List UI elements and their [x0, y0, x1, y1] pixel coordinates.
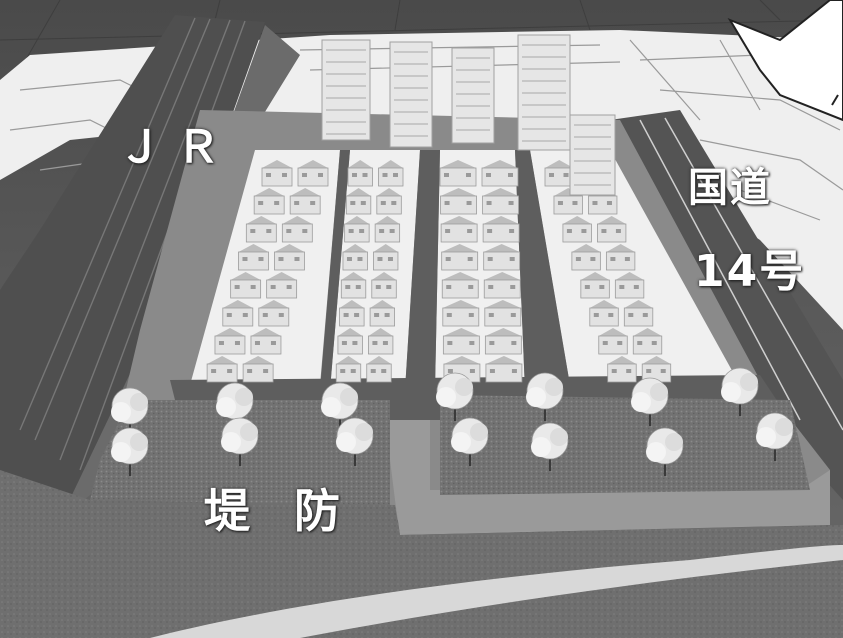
- right-road: [385, 420, 830, 535]
- house-model: [242, 356, 274, 383]
- house-model: [266, 272, 298, 299]
- highway-name-label: 国道: [688, 165, 772, 211]
- house-model: [340, 272, 367, 299]
- house-model: [580, 272, 610, 299]
- tower-model: [517, 34, 571, 151]
- house-model: [281, 216, 313, 243]
- tree-model: [526, 372, 564, 421]
- tree-model: [631, 377, 669, 426]
- house-model: [261, 160, 293, 187]
- house-model: [439, 160, 477, 187]
- tower-model: [451, 47, 495, 144]
- levee-label: 堤防: [204, 484, 384, 538]
- house-model: [222, 300, 254, 327]
- house-model: [440, 188, 477, 215]
- highway-lanes: [639, 117, 843, 431]
- house-model: [369, 300, 396, 327]
- house-model: [641, 356, 672, 383]
- house-model: [607, 356, 637, 383]
- tree-model: [111, 387, 149, 436]
- house-model: [342, 244, 368, 271]
- tree-model: [336, 417, 374, 466]
- house-model: [337, 328, 363, 355]
- house-model: [442, 300, 480, 327]
- tree-model: [721, 367, 759, 416]
- tree-model: [531, 422, 569, 471]
- house-model: [289, 188, 321, 215]
- house-model: [484, 300, 522, 327]
- house-model: [230, 272, 262, 299]
- internal-streets: [320, 150, 570, 390]
- house-model: [483, 272, 521, 299]
- tree-model: [111, 427, 149, 476]
- house-model: [206, 356, 238, 383]
- railway-tracks: [19, 17, 246, 471]
- house-model: [378, 160, 404, 187]
- house-model: [571, 244, 601, 271]
- railway-label: ＪＲ: [118, 122, 234, 173]
- house-model: [238, 244, 269, 271]
- tree-model: [756, 412, 794, 461]
- tree-model: [216, 382, 254, 431]
- house-model: [440, 216, 478, 243]
- house-model: [335, 356, 362, 383]
- house-model: [597, 216, 627, 243]
- apartment-towers: [321, 34, 616, 196]
- house-model: [483, 244, 521, 271]
- house-model: [482, 216, 520, 243]
- highway-number-label: 14号: [694, 246, 806, 297]
- levee-right: [440, 395, 810, 495]
- house-model: [485, 356, 523, 383]
- house-model: [605, 244, 636, 271]
- tree-model: [321, 382, 359, 431]
- house-model: [484, 328, 522, 355]
- house-model: [374, 216, 401, 243]
- speech-balloon: [727, 0, 843, 122]
- house-model: [441, 272, 479, 299]
- house-model: [274, 244, 305, 271]
- house-model: [245, 216, 277, 243]
- house-model: [441, 244, 479, 271]
- tower-model: [389, 41, 433, 148]
- house-model: [345, 188, 372, 215]
- house-model: [544, 160, 574, 187]
- house-model: [250, 328, 282, 355]
- tower-model: [321, 39, 371, 141]
- river-path: [150, 545, 843, 638]
- house-model: [368, 328, 394, 355]
- house-model: [632, 328, 663, 355]
- house-model: [482, 188, 519, 215]
- house-model: [623, 300, 654, 327]
- cherry-trees: [111, 367, 794, 476]
- house-model: [347, 160, 373, 187]
- house-model: [371, 272, 397, 299]
- tree-model: [221, 417, 259, 466]
- house-model: [614, 272, 645, 299]
- tower-model: [569, 114, 616, 196]
- house-model: [344, 216, 370, 243]
- house-model: [214, 328, 246, 355]
- house-model: [376, 188, 402, 215]
- tree-model: [436, 372, 474, 421]
- house-model: [589, 300, 619, 327]
- house-model: [481, 160, 519, 187]
- house-model: [562, 216, 592, 243]
- house-model: [253, 188, 285, 215]
- tree-model: [646, 427, 684, 476]
- foreground-carpet: [0, 470, 843, 638]
- house-model: [366, 356, 392, 383]
- house-model: [258, 300, 290, 327]
- tree-model: [451, 417, 489, 466]
- house-model: [442, 328, 480, 355]
- house-model: [339, 300, 365, 327]
- house-model: [598, 328, 628, 355]
- balloon-mark: [831, 94, 839, 106]
- house-model: [373, 244, 399, 271]
- house-model: [297, 160, 329, 187]
